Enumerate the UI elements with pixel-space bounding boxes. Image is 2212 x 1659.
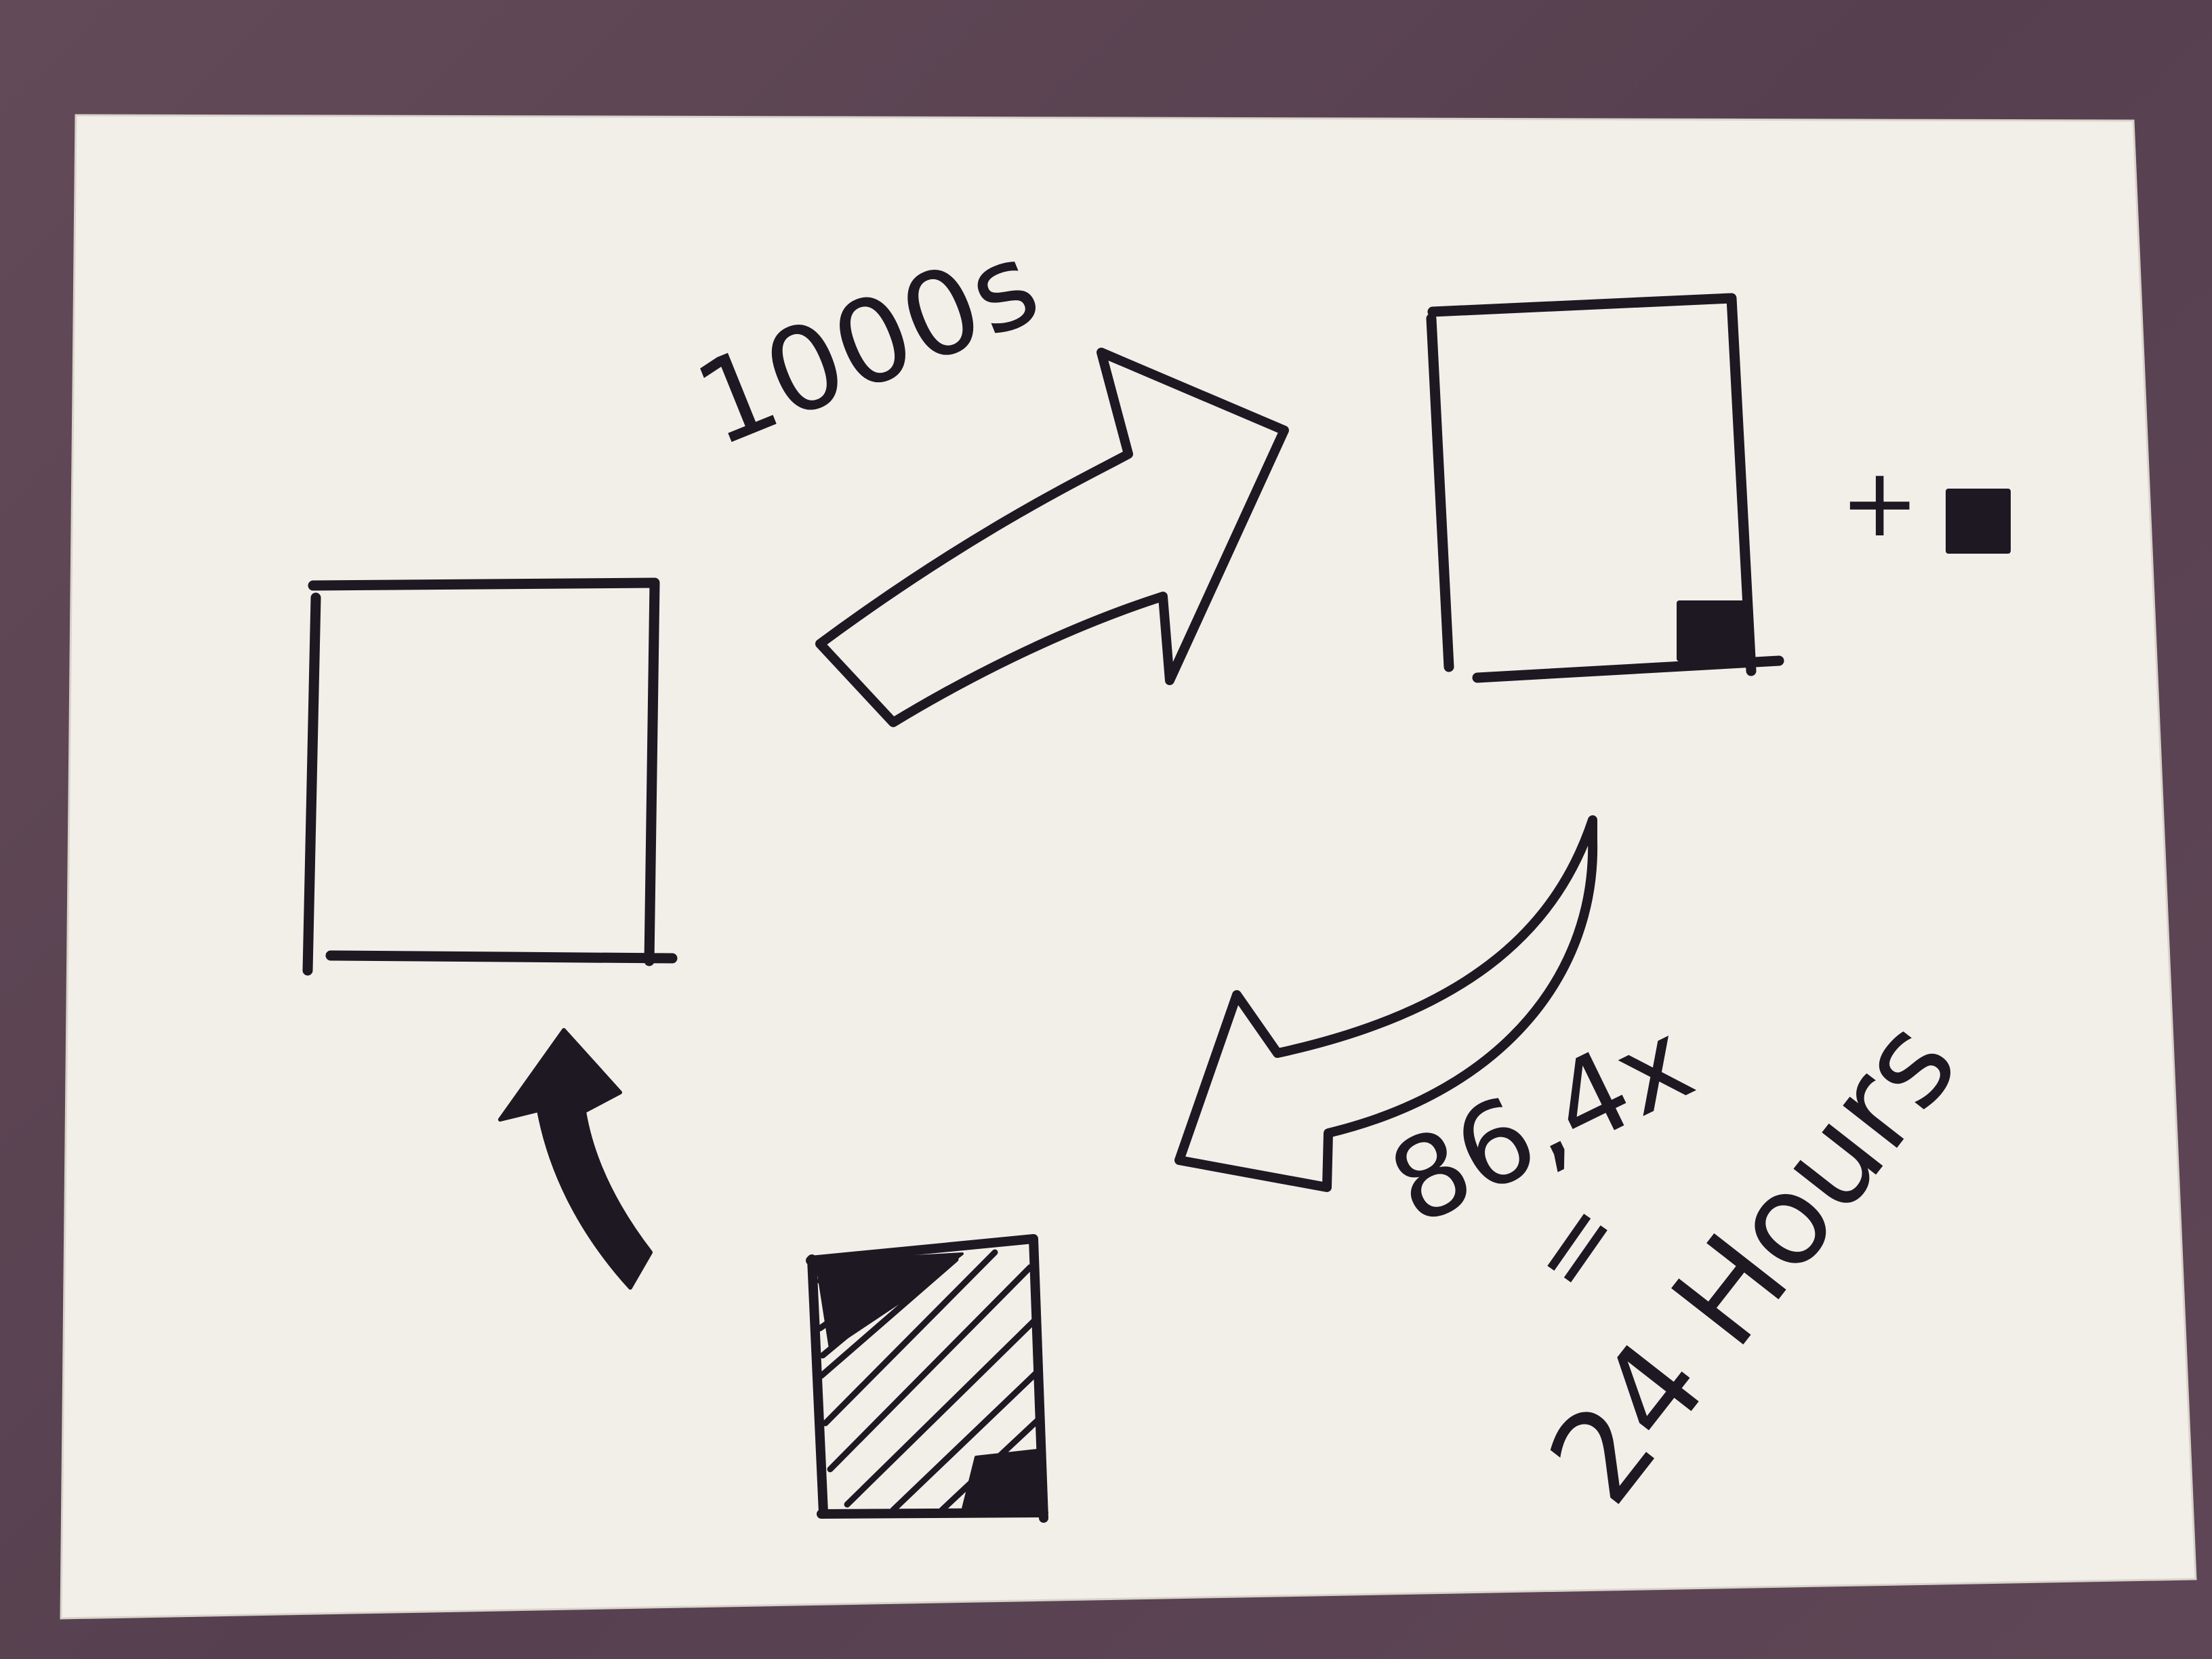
shaded-square <box>806 1234 1048 1523</box>
box-with-remainder <box>1426 293 1784 683</box>
plus-sign: + <box>1840 448 1919 558</box>
paper-card <box>60 114 2197 1620</box>
arrow-down-left-outline <box>1174 815 1598 1192</box>
arrow-up-filled <box>498 1028 653 1290</box>
arrow-right-outline <box>815 348 1289 727</box>
empty-box-start <box>302 577 678 976</box>
plus-small-square: + <box>1840 448 2011 558</box>
small-square-icon <box>1946 489 2011 554</box>
remainder-square-inside <box>1677 600 1750 661</box>
